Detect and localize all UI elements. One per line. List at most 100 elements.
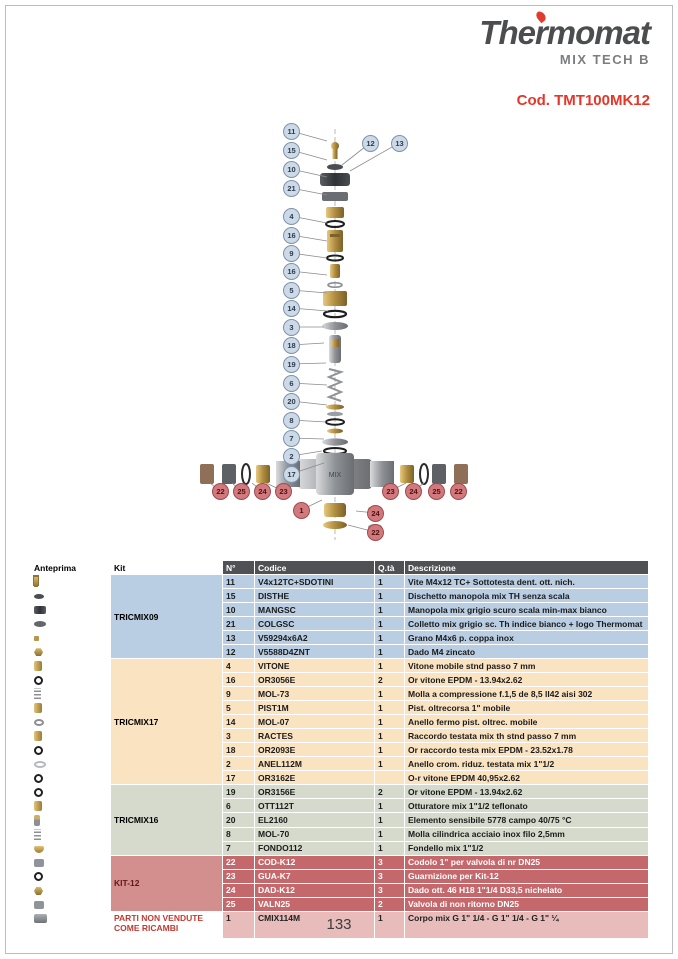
callout-21: 21 bbox=[283, 180, 300, 197]
part-number: 6 bbox=[222, 798, 255, 814]
part-preview-cell bbox=[30, 770, 111, 786]
product-line: MIX TECH B bbox=[559, 52, 650, 67]
screw-part-icon bbox=[34, 576, 38, 587]
part-preview-cell bbox=[30, 756, 111, 772]
part-quantity: 1 bbox=[374, 700, 405, 716]
part-description: Dischetto manopola mix TH senza scala bbox=[404, 588, 649, 603]
part-description: Molla a compressione f.1,5 de 8,5 lI42 a… bbox=[404, 685, 649, 702]
callout-15: 15 bbox=[283, 142, 300, 159]
grub-part-icon bbox=[34, 635, 39, 641]
part-code: V5588D4ZNT bbox=[254, 644, 375, 659]
callout-25: 25 bbox=[428, 483, 445, 500]
part-description: Valvola di non ritorno DN25 bbox=[404, 896, 649, 912]
callout-11: 11 bbox=[283, 123, 300, 140]
nut-part-icon bbox=[34, 887, 43, 895]
part-quantity: 1 bbox=[374, 756, 405, 772]
part-quantity: 1 bbox=[374, 630, 405, 645]
callout-2: 2 bbox=[283, 448, 300, 465]
brass-part-icon bbox=[34, 703, 42, 714]
part-number: 5 bbox=[222, 700, 255, 716]
part-code: EL2160 bbox=[254, 812, 375, 828]
oring-part-icon bbox=[34, 773, 43, 783]
kit-name: TRICMIX09 bbox=[110, 574, 223, 659]
callout-20: 20 bbox=[283, 393, 300, 410]
knob-part-icon bbox=[34, 606, 46, 615]
part-quantity: 1 bbox=[374, 812, 405, 828]
part-quantity: 2 bbox=[374, 896, 405, 912]
header-numero: N° bbox=[222, 560, 255, 575]
part-quantity: 2 bbox=[374, 784, 405, 800]
part-description: Raccordo testata mix th stnd passo 7 mm bbox=[404, 728, 649, 744]
part-quantity: 1 bbox=[374, 840, 405, 856]
part-description: Or raccordo testa mix EPDM - 23.52x1.78 bbox=[404, 742, 649, 758]
part-code: MOL-70 bbox=[254, 826, 375, 842]
part-code: V4x12TC+SDOTINI bbox=[254, 574, 375, 589]
collar-part-icon bbox=[34, 621, 46, 628]
part-number: 23 bbox=[222, 868, 255, 884]
kit-name: TRICMIX16 bbox=[110, 784, 223, 856]
part-preview-cell bbox=[30, 700, 111, 716]
part-description: O-r vitone EPDM 40,95x2.62 bbox=[404, 770, 649, 786]
part-description: Elemento sensibile 5778 campo 40/75 °C bbox=[404, 812, 649, 828]
spring-part-icon bbox=[34, 828, 41, 840]
part-number: 9 bbox=[222, 685, 255, 702]
part-number: 1 bbox=[222, 910, 255, 939]
part-description: Otturatore mix 1"1/2 teflonato bbox=[404, 798, 649, 814]
part-number: 11 bbox=[222, 574, 255, 589]
callout-24: 24 bbox=[367, 505, 384, 522]
callout-22: 22 bbox=[212, 483, 229, 500]
callout-12: 12 bbox=[362, 135, 379, 152]
part-preview-cell bbox=[30, 742, 111, 758]
part-preview-cell bbox=[30, 854, 111, 870]
part-number: 18 bbox=[222, 742, 255, 758]
part-code: MANGSC bbox=[254, 602, 375, 617]
oring-part-icon bbox=[34, 745, 43, 755]
part-code: MOL-73 bbox=[254, 685, 375, 702]
brass-part-icon bbox=[34, 660, 42, 671]
part-number: 2 bbox=[222, 756, 255, 772]
body-part-icon bbox=[34, 914, 47, 923]
svg-text:MIX: MIX bbox=[329, 472, 342, 479]
part-number: 7 bbox=[222, 840, 255, 856]
callout-13: 13 bbox=[391, 135, 408, 152]
part-quantity: 1 bbox=[374, 910, 405, 939]
part-number: 25 bbox=[222, 896, 255, 912]
header-kit: Kit bbox=[110, 560, 223, 575]
part-quantity: 1 bbox=[374, 574, 405, 589]
part-preview-cell bbox=[30, 588, 111, 603]
part-description: Molla cilindrica acciaio inox filo 2,5mm bbox=[404, 826, 649, 842]
part-code: RACTES bbox=[254, 728, 375, 744]
part-description: Codolo 1" per valvola di nr DN25 bbox=[404, 854, 649, 870]
callout-16: 16 bbox=[283, 227, 300, 244]
kit-name: TRICMIX17 bbox=[110, 657, 223, 786]
part-description: Manopola mix grigio scuro scala min-max … bbox=[404, 602, 649, 617]
part-number: 4 bbox=[222, 658, 255, 673]
part-description: Anello fermo pist. oltrec. mobile bbox=[404, 714, 649, 730]
part-number: 13 bbox=[222, 630, 255, 645]
part-code: DAD-K12 bbox=[254, 882, 375, 898]
gray-part-icon bbox=[34, 901, 44, 909]
table-header-row: Anteprima Kit N° Codice Q.tà Descrizione bbox=[30, 560, 649, 575]
brand-name: Thermomat bbox=[479, 14, 651, 51]
part-quantity: 3 bbox=[374, 854, 405, 870]
part-number: 24 bbox=[222, 882, 255, 898]
part-preview-cell bbox=[30, 784, 111, 800]
ring-part-icon bbox=[34, 719, 44, 726]
part-preview-cell bbox=[30, 685, 111, 702]
part-quantity: 1 bbox=[374, 658, 405, 673]
callout-10: 10 bbox=[283, 161, 300, 178]
callout-24: 24 bbox=[254, 483, 271, 500]
part-preview-cell bbox=[30, 630, 111, 645]
oring-part-icon bbox=[34, 675, 43, 685]
